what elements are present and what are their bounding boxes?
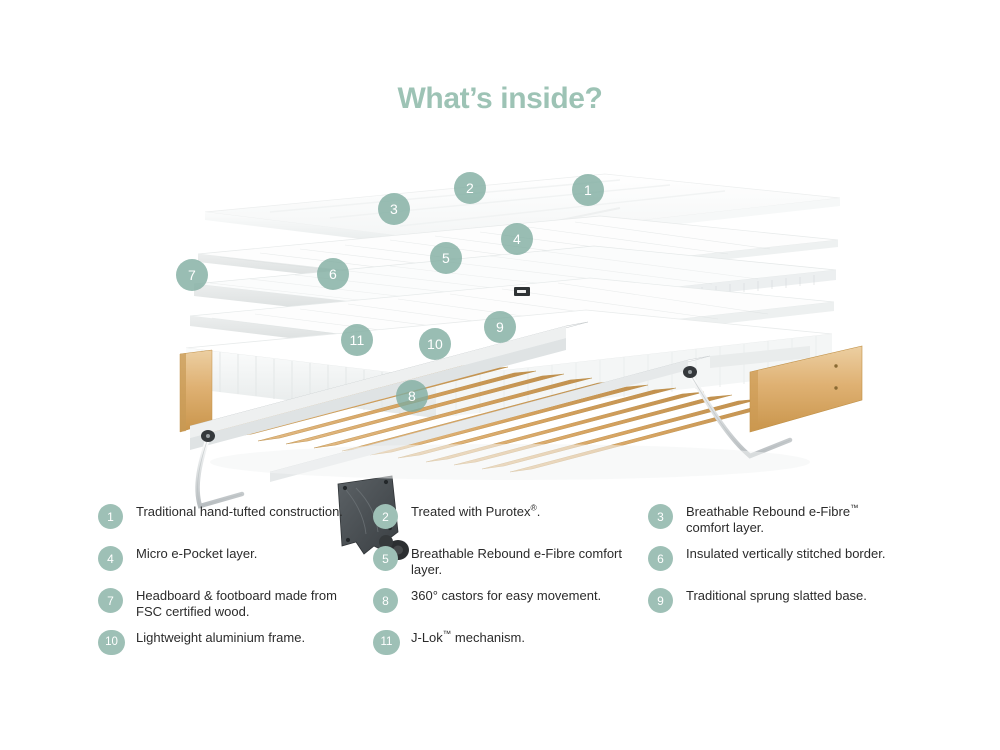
callout-badge-9[interactable]: 9 (484, 311, 516, 343)
legend-text-7: Headboard & footboard made from FSC cert… (136, 588, 337, 619)
legend-text-6: Insulated vertically stitched border. (686, 546, 886, 561)
legend-item-8: 8 360° castors for easy movement. (373, 587, 648, 629)
callout-badge-10[interactable]: 10 (419, 328, 451, 360)
footboard-7 (749, 345, 863, 433)
trademark-icon: ™ (442, 628, 452, 639)
legend-text-10: Lightweight aluminium frame. (136, 630, 306, 645)
callout-badge-2[interactable]: 2 (454, 172, 486, 204)
headboard-post-7 (179, 349, 213, 433)
callout-badge-7[interactable]: 7 (176, 259, 208, 291)
product-illustration: 1 2 3 4 5 6 7 8 9 10 11 (150, 150, 870, 560)
legend-badge-10: 10 (98, 630, 125, 655)
legend-item-9: 9 Traditional sprung slatted base. (648, 587, 948, 629)
legend-item-6: 6 Insulated vertically stitched border. (648, 545, 948, 587)
legend-empty-cell (648, 629, 948, 671)
legend-badge-11: 11 (373, 630, 400, 655)
legend-badge-2: 2 (373, 504, 398, 529)
legend-badge-4: 4 (98, 546, 123, 571)
legend-item-3: 3 Breathable Rebound e-Fibre™ comfort la… (648, 503, 948, 545)
legend-text-11: J-Lok™ mechanism. (411, 628, 525, 645)
legend-badge-7: 7 (98, 588, 123, 613)
callout-badge-3[interactable]: 3 (378, 193, 410, 225)
castor-wheel-8 (379, 535, 409, 560)
legend-item-7: 7 Headboard & footboard made from FSC ce… (98, 587, 373, 629)
legend-badge-5: 5 (373, 546, 398, 571)
legend-badge-8: 8 (373, 588, 398, 613)
legend-grid: 1 Traditional hand-tufted construction. … (98, 503, 978, 671)
callout-badge-5[interactable]: 5 (430, 242, 462, 274)
legend-text-1: Traditional hand-tufted construction. (136, 504, 343, 519)
trademark-icon: ™ (850, 502, 859, 513)
callout-badge-6[interactable]: 6 (317, 258, 349, 290)
j-lok-mechanism-11 (337, 475, 399, 555)
legend-badge-6: 6 (648, 546, 673, 571)
callout-badge-8[interactable]: 8 (396, 380, 428, 412)
legend-item-4: 4 Micro e-Pocket layer. (98, 545, 373, 587)
legend-text-4: Micro e-Pocket layer. (136, 546, 258, 561)
callout-badge-11[interactable]: 11 (341, 324, 373, 356)
callout-badge-4[interactable]: 4 (501, 223, 533, 255)
legend-item-1: 1 Traditional hand-tufted construction. (98, 503, 373, 545)
legend-item-2: 2 Treated with Purotex®. (373, 503, 648, 545)
legend-badge-9: 9 (648, 588, 673, 613)
legend-item-11: 11 J-Lok™ mechanism. (373, 629, 648, 671)
page-title: What’s inside? (397, 82, 603, 115)
legend-item-5: 5 Breathable Rebound e-Fibre comfort lay… (373, 545, 648, 587)
legend-badge-1: 1 (98, 504, 123, 529)
registered-icon: ® (530, 502, 537, 513)
callout-badge-1[interactable]: 1 (572, 174, 604, 206)
legend-text-2: Treated with Purotex®. (411, 502, 541, 519)
legend-text-3: Breathable Rebound e-Fibre™ comfort laye… (686, 502, 859, 535)
legend-item-10: 10 Lightweight aluminium frame. (98, 629, 373, 671)
legend-text-8: 360° castors for easy movement. (411, 588, 602, 603)
leg-pivots (201, 366, 697, 442)
legend-badge-3: 3 (648, 504, 673, 529)
legend-text-9: Traditional sprung slatted base. (686, 588, 867, 603)
legend-text-5: Breathable Rebound e-Fibre comfort layer… (411, 546, 623, 577)
